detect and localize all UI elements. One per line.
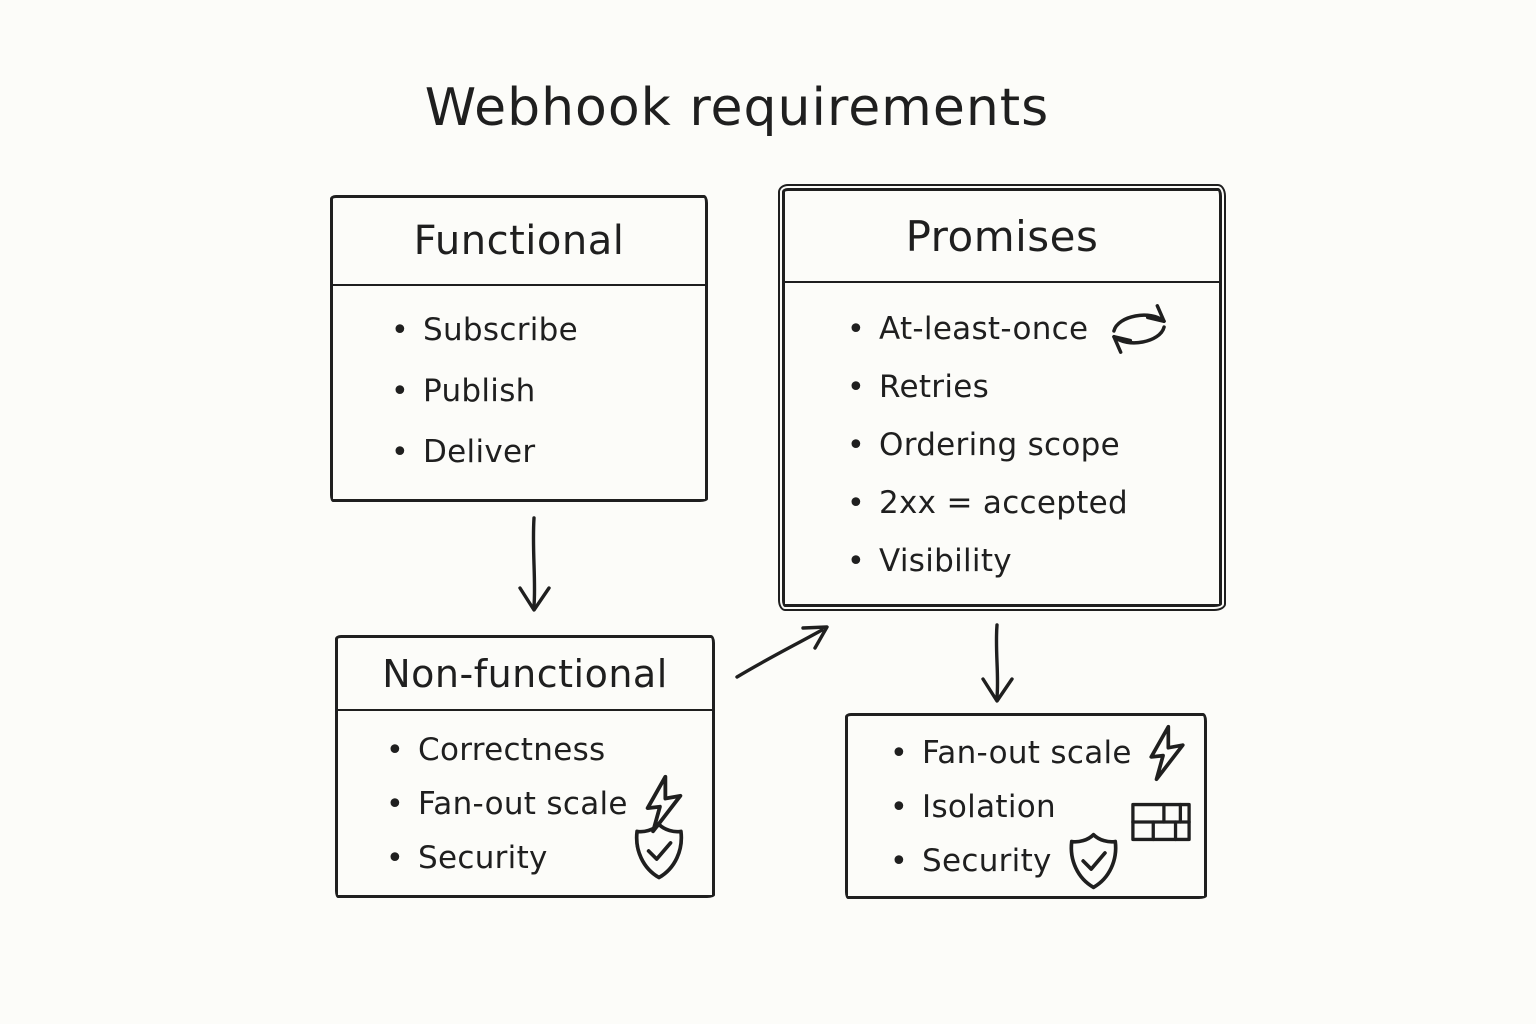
scaling-box: Fan-out scale Isolation Security xyxy=(845,713,1207,899)
diagram-title: Webhook requirements xyxy=(424,78,1050,138)
list-item: Security xyxy=(372,831,712,885)
bullet-icon xyxy=(372,732,418,768)
list-item: At-least-once xyxy=(833,300,1219,358)
functional-box-title: Functional xyxy=(333,198,705,286)
list-item: Fan-out scale xyxy=(876,724,1204,782)
list-item-label: Fan-out scale xyxy=(922,735,1132,771)
lightning-bolt-icon xyxy=(642,774,686,834)
bullet-icon xyxy=(372,786,418,822)
bullet-icon xyxy=(833,543,879,579)
brick-wall-icon xyxy=(1130,798,1192,846)
list-item-label: Retries xyxy=(879,369,990,405)
non-functional-box-title: Non-functional xyxy=(338,638,712,711)
list-item-label: 2xx = accepted xyxy=(879,485,1129,521)
promises-box: Promises At-least-once Retries xyxy=(778,184,1226,611)
bullet-icon xyxy=(377,373,423,409)
arrow-promises-to-scaling xyxy=(981,623,1014,703)
bullet-icon xyxy=(377,434,423,470)
list-item: Deliver xyxy=(377,421,705,482)
bullet-icon xyxy=(833,369,879,405)
lightning-bolt-icon xyxy=(1146,724,1188,782)
list-item: Retries xyxy=(833,358,1219,416)
arrow-functional-to-non-functional xyxy=(518,516,551,612)
bullet-icon xyxy=(372,840,418,876)
list-item-label: Isolation xyxy=(922,789,1056,825)
bullet-icon xyxy=(876,735,922,771)
bullet-icon xyxy=(876,843,922,879)
list-item: Publish xyxy=(377,360,705,421)
bullet-icon xyxy=(377,312,423,348)
list-item: Visibility xyxy=(833,532,1219,590)
list-item: Isolation xyxy=(876,780,1204,834)
list-item-label: At-least-once xyxy=(879,311,1089,347)
list-item-label: Security xyxy=(418,840,548,876)
shield-check-icon xyxy=(630,821,688,881)
bullet-icon xyxy=(833,311,879,347)
list-item-label: Security xyxy=(922,843,1052,879)
arrow-non-functional-to-promises xyxy=(735,625,829,679)
list-item: 2xx = accepted xyxy=(833,474,1219,532)
bullet-icon xyxy=(876,789,922,825)
list-item-label: Publish xyxy=(423,372,536,409)
list-item-label: Correctness xyxy=(418,732,606,768)
list-item: Security xyxy=(876,831,1204,891)
promises-box-title: Promises xyxy=(785,191,1219,283)
refresh-cycle-icon xyxy=(1102,302,1176,356)
list-item: Fan-out scale xyxy=(372,774,712,834)
list-item-label: Deliver xyxy=(423,433,536,470)
list-item: Ordering scope xyxy=(833,416,1219,474)
bullet-icon xyxy=(833,485,879,521)
list-item-label: Fan-out scale xyxy=(418,786,628,822)
list-item: Subscribe xyxy=(377,299,705,360)
non-functional-box: Non-functional Correctness Fan-out scale… xyxy=(335,635,715,898)
list-item-label: Visibility xyxy=(879,543,1012,579)
list-item: Correctness xyxy=(372,723,712,777)
list-item-label: Subscribe xyxy=(423,311,579,348)
list-item-label: Ordering scope xyxy=(879,427,1120,463)
shield-check-icon xyxy=(1066,831,1121,891)
bullet-icon xyxy=(833,427,879,463)
functional-box: Functional Subscribe Publish Deliver xyxy=(330,195,708,502)
